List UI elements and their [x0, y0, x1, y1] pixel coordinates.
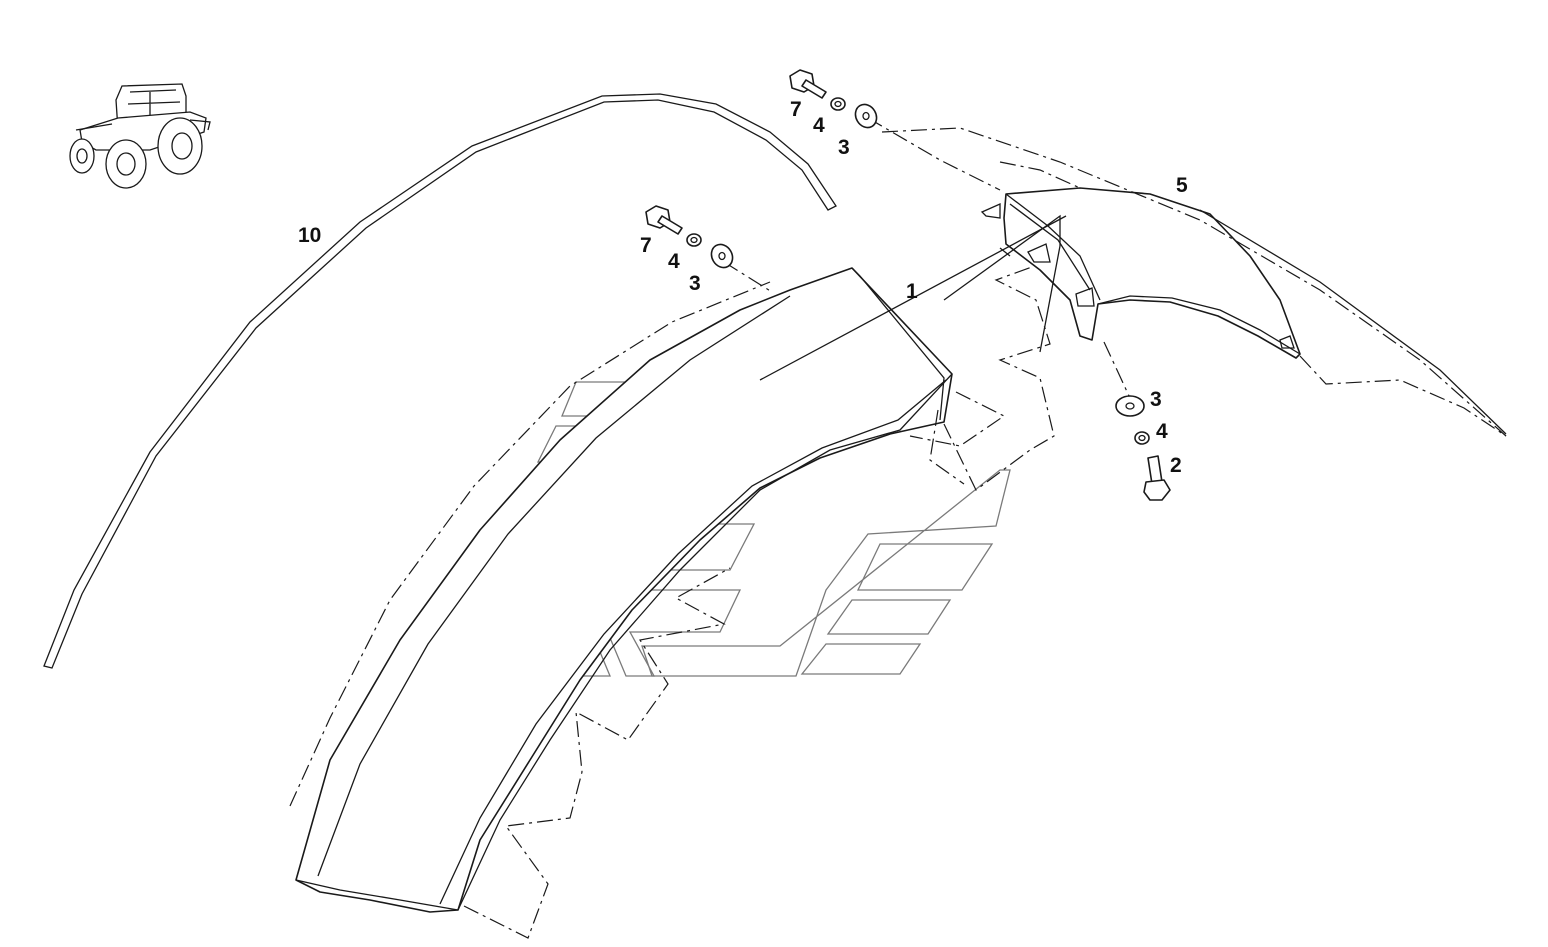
hardware-set-upper [789, 69, 878, 129]
flat-washer-icon [1115, 395, 1145, 417]
callout-4-lower: 4 [1156, 420, 1168, 443]
callout-10: 10 [298, 224, 321, 247]
fender-extension-phantom [881, 127, 1507, 437]
lock-washer-icon [830, 97, 846, 111]
callout-3-middle: 3 [689, 272, 701, 295]
hex-bolt-icon [645, 205, 683, 235]
callout-1: 1 [906, 280, 918, 303]
flat-washer-icon [854, 103, 878, 129]
hardware-set-middle [645, 205, 734, 269]
callout-3-upper: 3 [838, 136, 850, 159]
flat-washer-icon [710, 243, 734, 269]
hardware-set-lower [1115, 395, 1171, 501]
callout-3-lower: 3 [1150, 388, 1162, 411]
part-5-fender-extension [980, 187, 1301, 359]
callout-7-middle: 7 [640, 234, 652, 257]
lock-washer-icon [1134, 431, 1150, 445]
tractor-icon [69, 83, 211, 189]
callout-4-upper: 4 [813, 114, 825, 137]
hex-bolt-icon [789, 69, 827, 99]
part-10-trim-strip [43, 93, 837, 669]
callout-2: 2 [1170, 454, 1182, 477]
fender-phantom-outline [289, 263, 1055, 939]
leader-lines [723, 117, 1131, 399]
callout-7-upper: 7 [790, 98, 802, 121]
callout-5: 5 [1176, 174, 1188, 197]
hex-bolt-icon [1143, 455, 1171, 501]
part-1-fender [295, 267, 953, 913]
lock-washer-icon [686, 233, 702, 247]
callout-4-middle: 4 [668, 250, 680, 273]
